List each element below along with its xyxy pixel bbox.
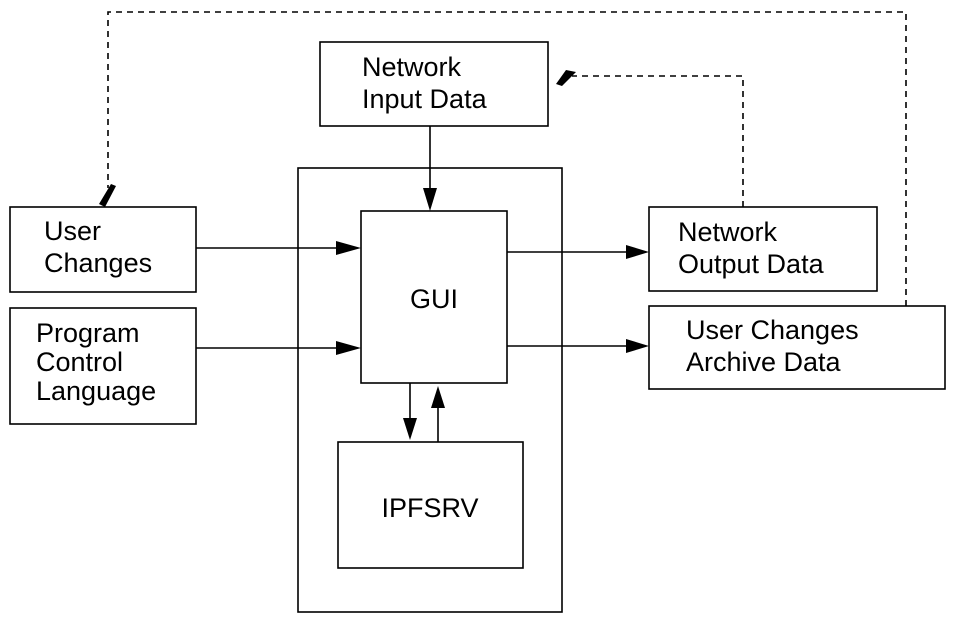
network-output-line1: Network (678, 217, 778, 247)
arrow-gui-to-archive (507, 339, 649, 353)
program-control-line2: Control (36, 347, 123, 377)
arrow-network-input-to-gui (423, 126, 437, 211)
ipfsrv-box: IPFSRV (337, 441, 524, 569)
ipfsrv-label: IPFSRV (381, 493, 478, 523)
network-input-line2: Input Data (362, 84, 488, 114)
user-changes-box: User Changes (9, 206, 197, 293)
network-output-data-box: Network Output Data (648, 206, 878, 292)
network-input-data-box: Network Input Data (319, 41, 549, 127)
arrow-gui-to-network-output (507, 245, 649, 259)
archive-line1: User Changes (686, 315, 859, 345)
network-output-line2: Output Data (678, 249, 825, 279)
gui-label: GUI (410, 284, 458, 314)
arrow-user-changes-to-gui (196, 241, 361, 255)
program-control-line1: Program (36, 318, 140, 348)
user-changes-archive-data-box: User Changes Archive Data (648, 305, 946, 390)
dashed-arrow-network-output-to-network-input (556, 70, 744, 207)
program-control-line3: Language (36, 376, 156, 406)
network-input-line1: Network (362, 52, 462, 82)
archive-line2: Archive Data (686, 347, 842, 377)
arrow-program-control-to-gui (196, 341, 361, 355)
dashed-arrow-archive-to-user-changes (99, 11, 907, 306)
program-control-language-box: Program Control Language (9, 307, 197, 425)
gui-box: GUI (360, 210, 508, 384)
arrow-gui-to-ipfsrv (403, 383, 417, 440)
arrow-ipfsrv-to-gui (431, 386, 445, 442)
user-changes-line2: Changes (44, 248, 152, 278)
user-changes-line1: User (44, 216, 101, 246)
